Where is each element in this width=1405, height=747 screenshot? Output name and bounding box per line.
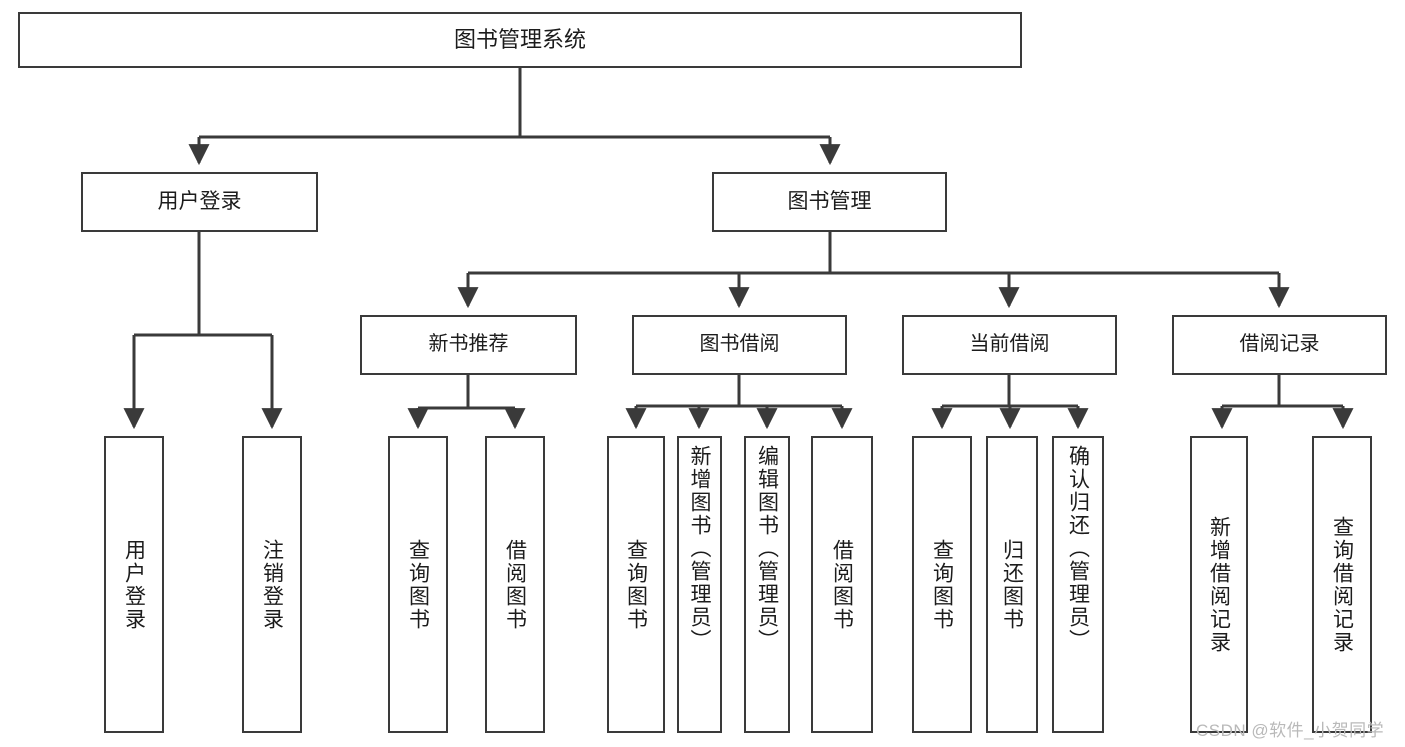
node-new-book-rec-label: 新书推荐: [428, 333, 509, 356]
node-leaf-confirm-return[interactable]: 确认归还（管理员）: [1052, 436, 1104, 733]
leaf-query-book-current-label: 查询图书: [930, 538, 954, 631]
node-leaf-borrow-book-rec[interactable]: 借阅图书: [485, 436, 545, 733]
node-leaf-add-book[interactable]: 新增图书（管理员）: [677, 436, 722, 733]
leaf-confirm-return-label: 确认归还（管理员）: [1066, 445, 1090, 652]
node-book-manage-label: 图书管理: [787, 189, 872, 213]
node-leaf-edit-book[interactable]: 编辑图书（管理员）: [744, 436, 790, 733]
node-root-label: 图书管理系统: [453, 27, 586, 53]
leaf-add-record-label: 新增借阅记录: [1207, 515, 1231, 654]
leaf-return-book-label: 归还图书: [1000, 538, 1024, 631]
leaf-user-login-label: 用户登录: [122, 538, 146, 631]
node-leaf-return-book[interactable]: 归还图书: [986, 436, 1038, 733]
node-user-login[interactable]: 用户登录: [81, 172, 318, 232]
leaf-borrow-book-label: 借阅图书: [830, 538, 854, 631]
leaf-query-book-rec-label: 查询图书: [406, 538, 430, 631]
leaf-logout-label: 注销登录: [260, 538, 284, 631]
node-leaf-add-record[interactable]: 新增借阅记录: [1190, 436, 1248, 733]
node-current-borrow-label: 当前借阅: [969, 333, 1050, 356]
leaf-query-book-borrow-label: 查询图书: [624, 538, 648, 631]
node-root[interactable]: 图书管理系统: [18, 12, 1022, 68]
node-leaf-query-record[interactable]: 查询借阅记录: [1312, 436, 1372, 733]
node-user-login-label: 用户登录: [157, 189, 242, 213]
node-borrow-record-label: 借阅记录: [1239, 333, 1320, 356]
leaf-query-record-label: 查询借阅记录: [1330, 515, 1354, 654]
node-book-manage[interactable]: 图书管理: [712, 172, 947, 232]
node-leaf-borrow-book[interactable]: 借阅图书: [811, 436, 873, 733]
node-leaf-user-login[interactable]: 用户登录: [104, 436, 164, 733]
node-book-borrow-label: 图书借阅: [699, 333, 780, 356]
leaf-borrow-book-rec-label: 借阅图书: [503, 538, 527, 631]
node-leaf-logout[interactable]: 注销登录: [242, 436, 302, 733]
watermark: CSDN @软件_小贺同学: [1196, 721, 1385, 740]
node-borrow-record[interactable]: 借阅记录: [1172, 315, 1387, 375]
leaf-edit-book-label: 编辑图书（管理员）: [755, 445, 779, 652]
node-leaf-query-book-borrow[interactable]: 查询图书: [607, 436, 665, 733]
leaf-add-book-label: 新增图书（管理员）: [688, 445, 711, 652]
node-book-borrow[interactable]: 图书借阅: [632, 315, 847, 375]
node-new-book-rec[interactable]: 新书推荐: [360, 315, 577, 375]
node-leaf-query-book-current[interactable]: 查询图书: [912, 436, 972, 733]
node-current-borrow[interactable]: 当前借阅: [902, 315, 1117, 375]
node-leaf-query-book-rec[interactable]: 查询图书: [388, 436, 448, 733]
